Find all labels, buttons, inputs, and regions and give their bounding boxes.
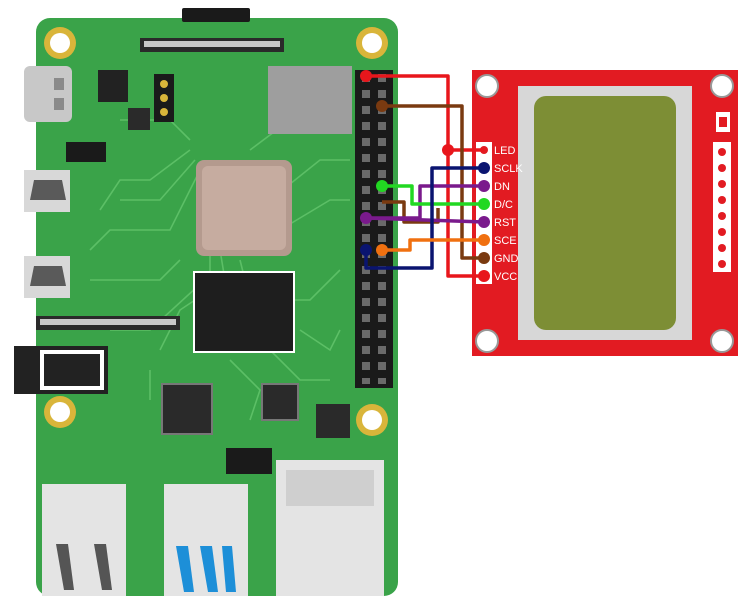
gpio-pins xyxy=(362,74,386,384)
wire-vcc-to-pin xyxy=(446,150,484,278)
ic-chip xyxy=(128,108,150,130)
small-chip xyxy=(226,448,272,474)
ic-chip xyxy=(66,142,106,162)
gpio-header xyxy=(355,70,393,388)
wire-sce xyxy=(382,238,484,252)
camera-connector xyxy=(182,8,250,22)
pin-label-gnd: GND xyxy=(494,253,519,265)
usb-controller-chip xyxy=(161,383,213,435)
pin-label-dc: D/C xyxy=(494,199,513,211)
pin-label-dn: DN xyxy=(494,181,510,193)
usb-c-port xyxy=(24,66,72,122)
wifi-module xyxy=(268,66,352,134)
poe-header xyxy=(316,404,350,438)
lcd-pin-header-left xyxy=(476,142,492,284)
lcd-screen xyxy=(534,96,676,330)
pin-label-vcc: VCC xyxy=(494,271,517,283)
wire-sclk xyxy=(364,166,484,270)
pmic-chip xyxy=(98,70,128,102)
wire-rst xyxy=(365,216,485,224)
pin-label-led: LED xyxy=(494,145,515,157)
usb2-port-1 xyxy=(42,484,126,596)
ethernet-chip xyxy=(261,383,299,421)
raspberry-pi-board xyxy=(14,8,398,596)
wires xyxy=(360,70,490,282)
ram-chip xyxy=(193,271,295,353)
wire-gnd xyxy=(382,104,484,260)
lcd-pin-header-right xyxy=(713,142,731,272)
wire-vcc xyxy=(366,74,450,150)
pin-label-sclk: SCLK xyxy=(494,163,523,175)
pin-label-sce: SCE xyxy=(494,235,517,247)
pin-label-rst: RST xyxy=(494,217,516,229)
wire-gnd-2 xyxy=(382,200,440,224)
lcd-module: LED SCLK DN D/C RST SCE GND VCC xyxy=(472,70,738,356)
wire-dc xyxy=(382,184,484,206)
